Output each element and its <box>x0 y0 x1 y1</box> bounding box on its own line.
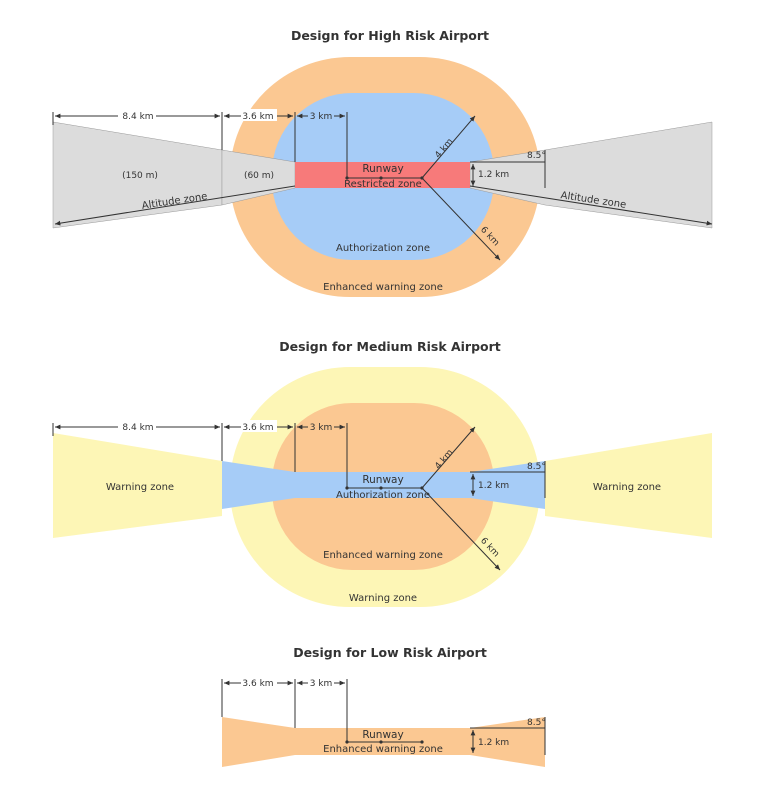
medium-enhanced-warning-zone-label: Enhanced warning zone <box>323 550 443 561</box>
high-label-bg <box>308 109 334 121</box>
high-label-angle: 8.5° <box>527 151 546 161</box>
medium-label-angle: 8.5° <box>527 462 546 472</box>
high-label-1-2km: 1.2 km <box>478 170 509 180</box>
low-label-angle: 8.5° <box>527 718 546 728</box>
high-runway-end-dot <box>345 176 349 180</box>
high-label-3km: 3 km <box>310 112 333 122</box>
high-label-8-4km: 8.4 km <box>122 112 153 122</box>
medium-warning-zone-outer-label: Warning zone <box>349 593 417 604</box>
medium-risk-title: Design for Medium Risk Airport <box>279 339 501 354</box>
medium-label-bg <box>308 420 334 432</box>
high-label-bg <box>118 109 156 121</box>
medium-warning-zone-left-label: Warning zone <box>106 482 174 493</box>
medium-runway-label: Runway <box>362 474 403 486</box>
medium-authorization-zone-label: Authorization zone <box>336 490 430 501</box>
low-label-3km: 3 km <box>310 679 333 689</box>
low-label-1-2km: 1.2 km <box>478 738 509 748</box>
medium-runway-end-dot <box>345 486 349 490</box>
medium-runway-mid-dot <box>379 486 383 490</box>
medium-label-bg <box>118 420 156 432</box>
low-enhanced-warning-zone-label: Enhanced warning zone <box>323 744 443 755</box>
medium-label-3-6km: 3.6 km <box>242 423 273 433</box>
low-runway-end-dot <box>345 740 349 744</box>
high-altitude-arrow-right <box>469 185 713 226</box>
low-runway-mid-dot <box>379 740 383 744</box>
low-label-bg <box>241 676 277 688</box>
low-runway-label: Runway <box>362 729 403 741</box>
low-label-3-6km: 3.6 km <box>242 679 273 689</box>
medium-radius-4km-arrow <box>421 426 476 489</box>
high-runway-mid-dot <box>379 176 383 180</box>
medium-risk-diagram: Design for Medium Risk Airport 8.4 km 3.… <box>52 339 712 607</box>
medium-authorization-zone <box>222 461 545 509</box>
high-authorization-zone-label: Authorization zone <box>336 243 430 254</box>
low-risk-title: Design for Low Risk Airport <box>293 645 487 660</box>
high-altitude-60m: (60 m) <box>244 171 274 181</box>
high-label-3-6km: 3.6 km <box>242 112 273 122</box>
high-radius-6km-arrow <box>421 177 501 261</box>
high-altitude-150m: (150 m) <box>122 171 158 181</box>
medium-label-bg <box>241 420 277 432</box>
medium-warning-zone-right <box>545 433 712 538</box>
medium-radius-6km-arrow <box>421 487 501 571</box>
medium-label-3km: 3 km <box>310 423 333 433</box>
high-runway-label: Runway <box>362 163 403 175</box>
low-risk-diagram: Design for Low Risk Airport 3.6 km 3 km … <box>221 645 546 767</box>
medium-warning-zone-right-label: Warning zone <box>593 482 661 493</box>
high-risk-diagram: Design for High Risk Airport 8.4 km 3.6 … <box>52 28 713 297</box>
medium-warning-zone-left <box>53 433 222 538</box>
medium-label-1-2km: 1.2 km <box>478 481 509 491</box>
low-runway-center-dot <box>420 740 424 744</box>
high-enhanced-warning-zone-label: Enhanced warning zone <box>323 282 443 293</box>
medium-label-8-4km: 8.4 km <box>122 423 153 433</box>
high-restricted-zone-label: Restricted zone <box>344 179 422 190</box>
high-restricted-zone <box>295 162 470 188</box>
high-label-bg <box>241 109 277 121</box>
high-radius-4km-arrow <box>421 115 476 179</box>
high-risk-title: Design for High Risk Airport <box>291 28 489 43</box>
low-label-bg <box>308 676 334 688</box>
high-altitude-arrow-left <box>54 185 296 226</box>
